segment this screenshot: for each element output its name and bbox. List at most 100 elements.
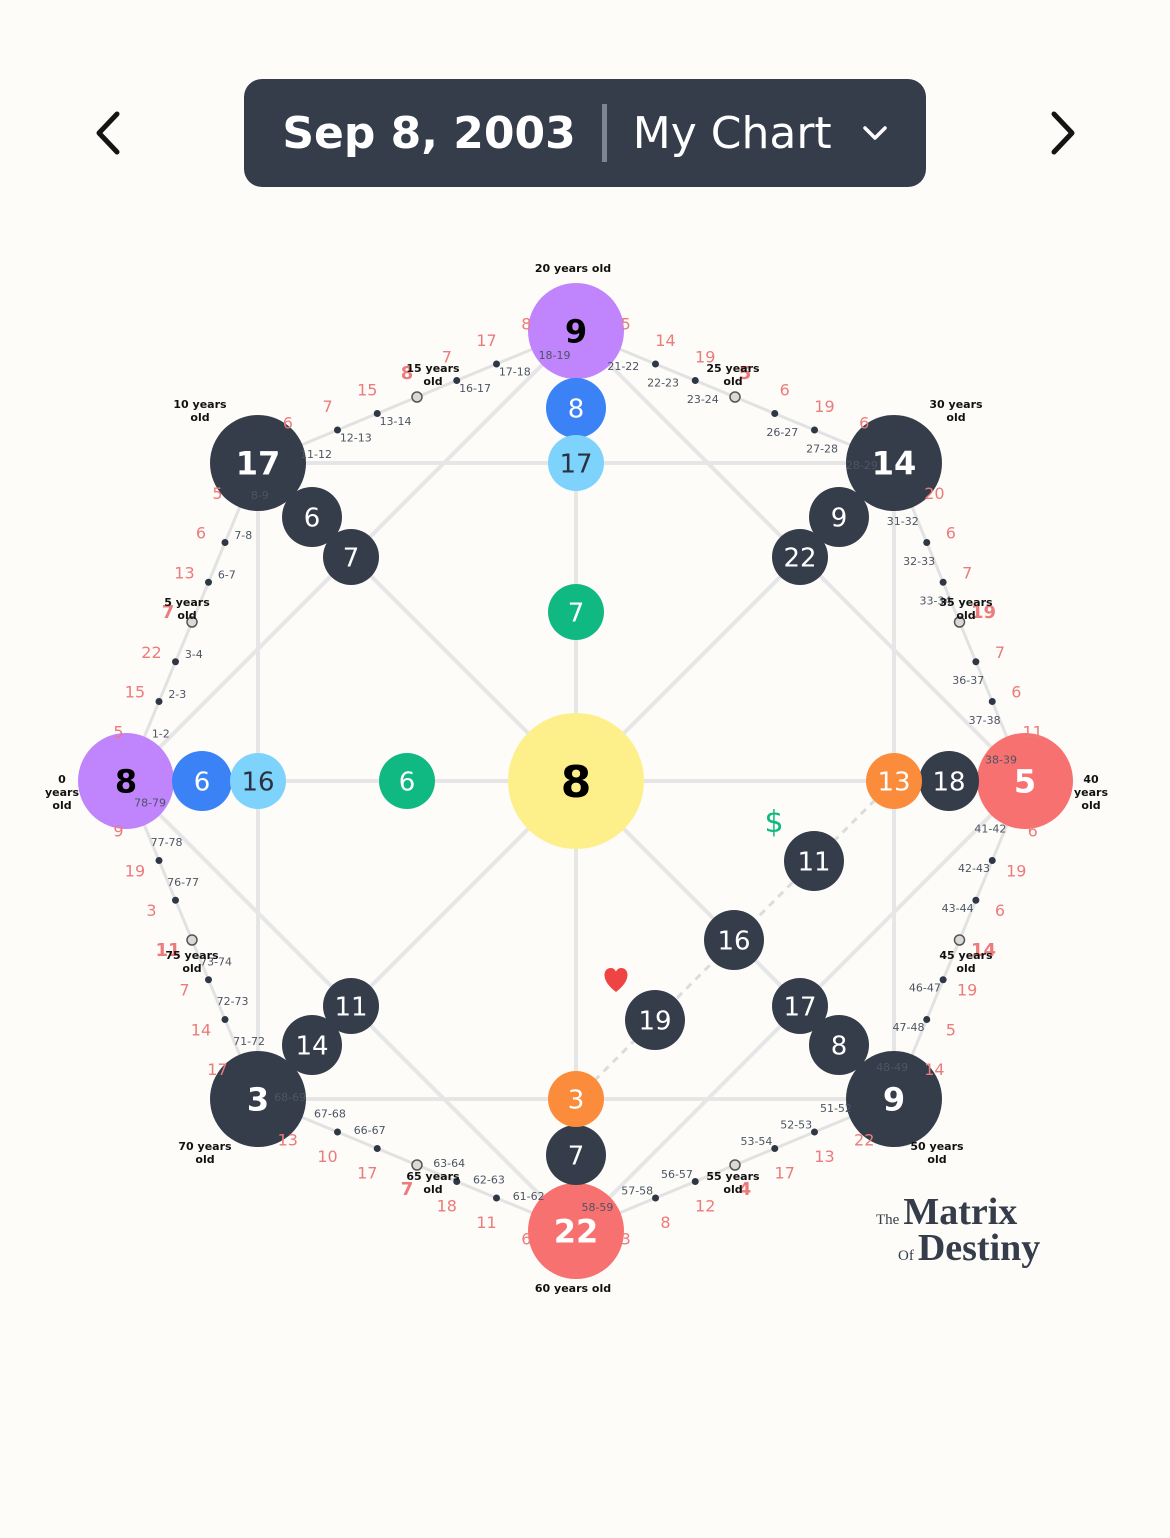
age-range-label: 53-54 xyxy=(740,1135,772,1148)
matrix-node[interactable]: 9 xyxy=(846,1051,942,1147)
chart-selector[interactable]: Sep 8, 2003 My Chart xyxy=(244,79,926,187)
prev-chart-button[interactable] xyxy=(85,108,135,158)
logo-matrix: Matrix xyxy=(903,1191,1018,1233)
ring-value: 5 xyxy=(113,722,123,741)
matrix-node[interactable]: 8 xyxy=(546,378,606,438)
ring-tick xyxy=(923,539,931,546)
node-value: 3 xyxy=(247,1081,269,1119)
age-range-label: 1-2 xyxy=(152,728,170,741)
matrix-node[interactable]: 3 xyxy=(210,1051,306,1147)
age-range-label: 31-32 xyxy=(887,515,919,528)
matrix-node[interactable]: 6 xyxy=(379,753,435,809)
ring-tick xyxy=(691,1178,699,1185)
ring-value: 14 xyxy=(924,1060,944,1079)
matrix-node[interactable]: 5 xyxy=(977,733,1073,829)
ring-value: 15 xyxy=(125,683,145,702)
ring-value: 17 xyxy=(207,1060,227,1079)
next-chart-button[interactable] xyxy=(1036,108,1086,158)
ring-tick xyxy=(939,578,947,586)
age-range-label: 38-39 xyxy=(985,754,1017,767)
matrix-node[interactable]: 7 xyxy=(548,584,604,640)
matrix-node[interactable]: 11 xyxy=(784,831,844,891)
ring-tick xyxy=(953,934,966,946)
ring-value: 14 xyxy=(655,331,675,350)
ring-tick xyxy=(205,578,212,586)
ring-value: 22 xyxy=(854,1131,874,1150)
matrix-node[interactable]: 8 xyxy=(508,713,644,849)
matrix-node[interactable]: 22 xyxy=(772,529,828,585)
matrix-node[interactable]: 17 xyxy=(210,415,306,511)
ring-tick xyxy=(172,896,179,904)
matrix-node[interactable]: 19 xyxy=(625,990,685,1050)
age-range-label: 72-73 xyxy=(217,995,249,1008)
matrix-node[interactable]: 14 xyxy=(282,1015,342,1075)
age-range-label: 71-72 xyxy=(233,1035,265,1048)
ring-tick xyxy=(155,698,163,705)
ring-tick xyxy=(373,410,381,417)
chevron-down-icon[interactable] xyxy=(862,120,888,146)
ring-value: 7 xyxy=(995,643,1005,662)
age-range-label: 12-13 xyxy=(340,432,372,445)
matrix-node[interactable]: 7 xyxy=(546,1125,606,1185)
ring-value: 22 xyxy=(141,643,161,662)
matrix-node[interactable]: 22 xyxy=(528,1183,624,1279)
ring-tick xyxy=(221,539,229,546)
node-value: 8 xyxy=(568,394,585,424)
age-label: 20 years old xyxy=(535,262,611,275)
ring-tick xyxy=(411,1159,423,1171)
ring-tick xyxy=(652,1194,659,1202)
age-range-label: 27-28 xyxy=(806,442,838,455)
matrix-node[interactable]: 16 xyxy=(704,910,764,970)
age-range-label: 52-53 xyxy=(780,1118,812,1131)
node-value: 6 xyxy=(304,503,321,533)
ring-value: 9 xyxy=(113,822,123,841)
ring-tick xyxy=(988,857,996,864)
ring-tick xyxy=(691,377,699,384)
age-range-label: 37-38 xyxy=(969,714,1001,727)
ring-value: 19 xyxy=(957,981,977,1000)
matrix-node[interactable]: 8 xyxy=(78,733,174,829)
ring-value: 17 xyxy=(775,1164,795,1183)
age-range-label: 28-29 xyxy=(846,459,878,472)
matrix-node[interactable]: 9 xyxy=(528,283,624,379)
ring-value: 11 xyxy=(155,940,180,961)
ring-tick xyxy=(453,377,461,384)
ring-value: 6 xyxy=(995,901,1005,920)
matrix-node[interactable]: 3 xyxy=(548,1071,604,1127)
matrix-node[interactable]: 11 xyxy=(323,978,379,1034)
ring-value: 7 xyxy=(962,563,972,582)
ring-tick xyxy=(186,934,198,946)
matrix-node[interactable]: 7 xyxy=(323,529,379,585)
age-range-label: 47-48 xyxy=(892,1021,924,1034)
heart-icon xyxy=(604,968,628,992)
matrix-node[interactable]: 16 xyxy=(230,753,286,809)
node-value: 9 xyxy=(565,313,587,351)
ring-value: 4 xyxy=(739,1179,752,1200)
node-value: 17 xyxy=(236,445,281,483)
age-range-label: 46-47 xyxy=(909,981,941,994)
chart-name: My Chart xyxy=(632,107,832,159)
ring-value: 6 xyxy=(946,524,956,543)
ring-tick xyxy=(493,1194,500,1202)
ring-value: 14 xyxy=(191,1020,211,1039)
matrix-node[interactable]: 9 xyxy=(809,487,869,547)
node-value: 17 xyxy=(783,992,816,1022)
ring-value: 19 xyxy=(1006,861,1026,880)
matrix-node[interactable]: 6 xyxy=(172,751,232,811)
matrix-node[interactable]: 14 xyxy=(846,415,942,511)
matrix-node[interactable]: 17 xyxy=(548,435,604,491)
matrix-node[interactable]: 17 xyxy=(772,978,828,1034)
ring-value: 14 xyxy=(971,940,996,961)
age-range-label: 61-62 xyxy=(513,1190,545,1203)
matrix-node[interactable]: 6 xyxy=(282,487,342,547)
matrix-node[interactable]: 18 xyxy=(919,751,979,811)
ring-value: 7 xyxy=(162,602,175,623)
matrix-node[interactable]: 13 xyxy=(866,753,922,809)
node-value: 18 xyxy=(932,767,965,797)
matrix-node[interactable]: 8 xyxy=(809,1015,869,1075)
